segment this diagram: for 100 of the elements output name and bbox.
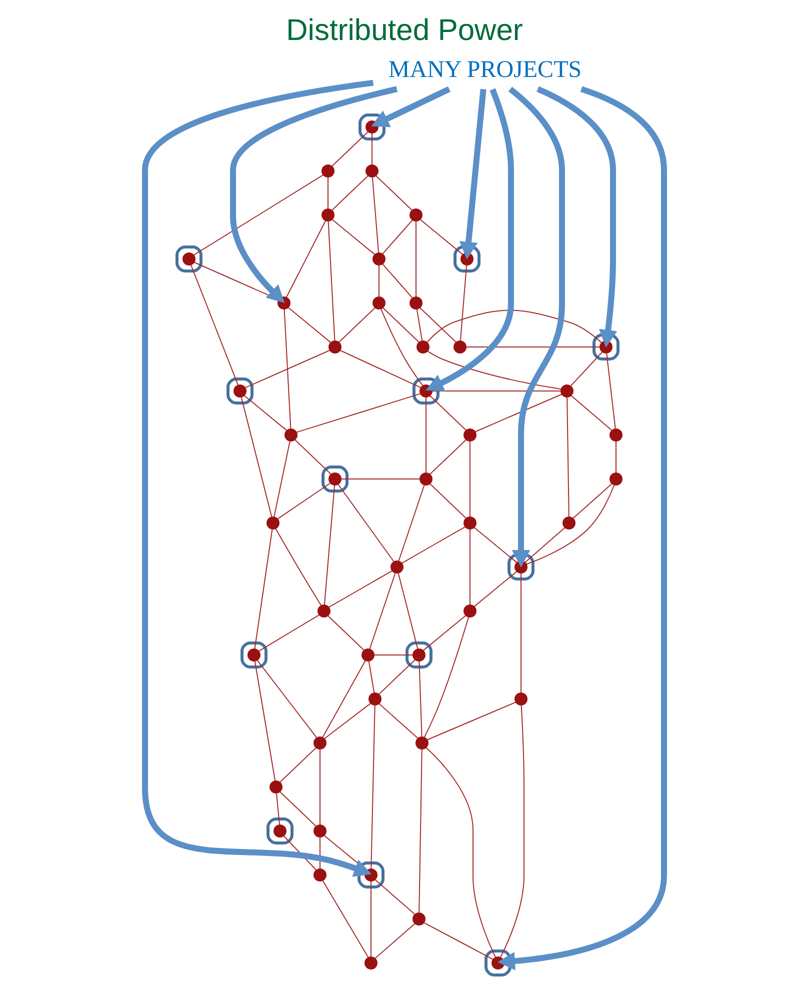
cluster — [508, 554, 534, 580]
node-dot — [328, 340, 342, 354]
connector — [426, 702, 516, 740]
connector — [372, 176, 380, 254]
node-dot — [514, 560, 528, 574]
connector — [566, 396, 570, 518]
cluster — [592, 334, 620, 360]
node-dot — [372, 296, 386, 310]
connector — [296, 393, 422, 433]
connector — [427, 350, 562, 390]
node-dot — [366, 164, 378, 178]
cluster — [358, 114, 386, 140]
connector — [370, 704, 376, 870]
connector — [460, 264, 468, 342]
connector — [374, 879, 416, 915]
node-dot — [278, 296, 290, 310]
connector — [500, 704, 524, 958]
node-dot — [364, 868, 378, 882]
node-dot — [322, 164, 334, 178]
connector — [430, 483, 467, 519]
arrow — [459, 88, 486, 260]
arrow — [508, 86, 565, 568]
connector — [324, 484, 336, 606]
node-dot — [420, 384, 432, 398]
connector — [378, 703, 418, 739]
node-dot — [416, 736, 428, 750]
connector — [369, 572, 396, 650]
node-text: MANY PROJECTS — [388, 57, 582, 84]
connector — [416, 308, 423, 342]
connector — [398, 572, 418, 650]
cluster — [176, 246, 202, 272]
node-dot — [270, 780, 282, 794]
node-dot — [460, 252, 474, 266]
connector — [254, 660, 276, 782]
connector — [520, 572, 522, 694]
connector — [424, 616, 469, 738]
arrow — [371, 86, 451, 128]
connector — [328, 220, 336, 342]
connector — [429, 439, 466, 475]
connector — [340, 478, 420, 480]
node-dot — [464, 516, 476, 530]
connector — [430, 395, 467, 431]
node-dot — [322, 208, 334, 222]
node-dot — [492, 956, 504, 970]
connector — [284, 308, 292, 430]
connector — [382, 264, 414, 299]
connector — [570, 395, 612, 431]
node-dot — [274, 824, 286, 838]
connector — [606, 352, 616, 430]
cluster — [412, 378, 440, 404]
node-dot — [314, 868, 326, 882]
connector — [424, 922, 494, 960]
connector — [338, 484, 394, 562]
connector — [526, 484, 615, 565]
connector — [288, 307, 332, 343]
connector — [193, 174, 324, 256]
connector — [474, 527, 518, 563]
connector — [572, 483, 612, 519]
connector — [332, 219, 376, 255]
connector — [274, 440, 290, 518]
connector — [524, 527, 566, 563]
cluster — [406, 642, 432, 668]
connector — [474, 571, 518, 607]
connector — [398, 484, 425, 562]
node-dot — [412, 912, 426, 926]
connector — [418, 748, 422, 914]
connector — [331, 131, 368, 167]
node-dot — [464, 428, 476, 442]
connector — [422, 615, 466, 651]
connector — [368, 660, 375, 694]
connector — [420, 307, 457, 343]
connector — [328, 570, 393, 608]
diagram-title: Distributed Power — [286, 14, 523, 47]
node-dot — [318, 604, 330, 618]
node-dot — [412, 648, 426, 662]
arrow — [426, 88, 514, 392]
connector — [280, 791, 317, 827]
connector — [401, 526, 466, 564]
connector — [277, 482, 332, 520]
node-dot — [420, 472, 432, 486]
node-dot — [314, 824, 326, 838]
arrow — [497, 86, 667, 970]
node-dot — [410, 296, 422, 310]
connector — [276, 792, 280, 826]
connector — [378, 264, 380, 298]
connector — [328, 615, 365, 651]
connector — [570, 351, 603, 386]
node-dot — [514, 692, 528, 706]
connector — [244, 395, 288, 431]
connector — [374, 654, 414, 656]
node-dot — [284, 428, 298, 442]
node-dot — [362, 648, 374, 662]
connector — [426, 747, 496, 958]
connector — [256, 660, 318, 738]
cluster — [484, 950, 512, 976]
connector — [190, 264, 239, 386]
connector — [426, 310, 602, 344]
connector — [322, 880, 369, 958]
arrow — [536, 86, 618, 348]
node-dot — [182, 252, 196, 266]
